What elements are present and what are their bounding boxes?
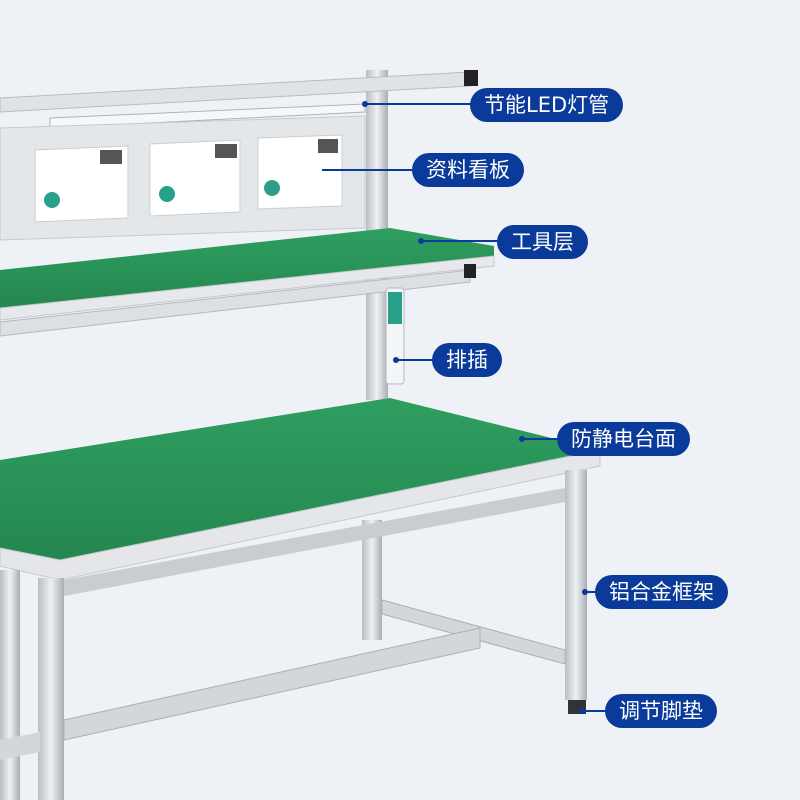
frame-leg xyxy=(565,470,587,700)
frame-leg xyxy=(362,520,382,640)
callout-line xyxy=(522,438,559,440)
shelf-rail xyxy=(0,269,471,337)
callout-line xyxy=(396,359,434,361)
tool-shelf xyxy=(0,228,494,308)
callout-line xyxy=(322,169,414,171)
label-info-board: 资料看板 xyxy=(412,153,524,187)
frame-beam xyxy=(0,732,40,760)
info-sheets xyxy=(34,134,343,223)
tool-shelf-edge xyxy=(0,255,495,321)
tabletop-edge xyxy=(0,449,601,581)
callout-line xyxy=(365,103,471,105)
label-aluminum-frame: 铝合金框架 xyxy=(595,575,728,609)
frame-beam xyxy=(64,488,565,596)
power-strip-switch xyxy=(388,292,402,324)
antistatic-tabletop xyxy=(0,398,600,560)
label-antistatic-top: 防静电台面 xyxy=(557,422,690,456)
label-tool-shelf: 工具层 xyxy=(497,225,588,259)
callout-line xyxy=(585,591,597,593)
frame-beam xyxy=(63,627,481,741)
callout-line xyxy=(582,710,607,712)
rail-end-cap xyxy=(464,70,478,86)
led-tube xyxy=(49,103,366,129)
label-adjustable-feet: 调节脚垫 xyxy=(605,694,717,728)
frame-leg xyxy=(38,578,64,800)
label-power-strip: 排插 xyxy=(432,343,502,377)
label-led-tube: 节能LED灯管 xyxy=(470,88,624,122)
shelf-rail-end-cap xyxy=(464,264,476,278)
frame-leg xyxy=(0,570,20,800)
top-rail xyxy=(0,71,471,113)
callout-line xyxy=(421,240,499,242)
